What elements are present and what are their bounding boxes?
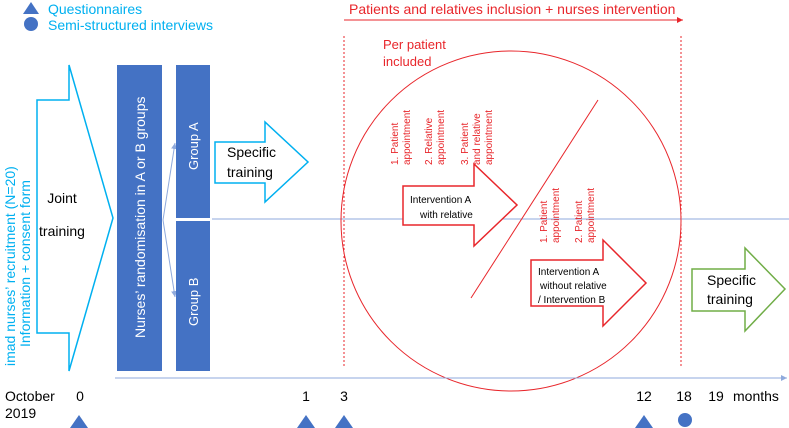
appointments-b: 1. Patient appointment 2. Patient appoin… (539, 188, 597, 243)
tick-label-3: 3 (340, 388, 348, 404)
per-patient-circle (340, 50, 682, 392)
arrow-to-group-b (162, 219, 178, 298)
recruitment-line-1: imad nurses’ recruitment (N=20) (2, 166, 18, 366)
timeline-unit: months (733, 388, 779, 404)
specific-training-final-line-1: Specific (707, 272, 756, 288)
appt-b1-line-2: appointment (551, 188, 562, 243)
tick-label-12: 12 (636, 388, 652, 404)
tick-label-0: 0 (76, 388, 84, 404)
questionnaire-marker-0 (70, 415, 88, 428)
arrow-to-group-a (162, 142, 178, 221)
legend-interviews: Semi-structured interviews (48, 17, 213, 33)
randomisation-box (117, 65, 162, 371)
intervention-a-line-2: with relative (419, 210, 473, 221)
timeline-start-line-1: October (5, 388, 55, 404)
specific-training-a-line-2: training (227, 164, 273, 180)
intervention-b-arrow (530, 238, 648, 328)
appt-b1-line-1: 1. Patient (539, 201, 550, 243)
questionnaire-marker-3 (335, 415, 353, 428)
appt-a1-line-2: appointment (402, 110, 413, 165)
intervention-a-line-1: Intervention A (410, 195, 471, 206)
specific-training-arrow-final (691, 246, 787, 333)
circle-diagonal (470, 99, 599, 299)
appt-a3-line-1: 3. Patient (460, 123, 471, 165)
appt-a3-line-3: appointment (484, 110, 495, 165)
questionnaire-marker-1 (297, 415, 315, 428)
intervention-b-line-3: / Intervention B (538, 295, 606, 306)
recruitment-line-2: Information + consent form (17, 180, 33, 347)
per-patient-line-1: Per patient (383, 37, 446, 52)
specific-training-final-line-2: training (707, 291, 753, 307)
legend: Questionnaires Semi-structured interview… (23, 1, 213, 33)
tick-label-1: 1 (302, 388, 310, 404)
joint-training-line-1: Joint (47, 190, 77, 206)
triangle-icon (23, 2, 39, 14)
questionnaire-marker-12 (635, 415, 653, 428)
appt-a2-line-2: appointment (436, 110, 447, 165)
joint-training-line-2: training (39, 223, 85, 239)
timeline-start-line-2: 2019 (5, 405, 36, 421)
tick-label-18: 18 (676, 388, 692, 404)
joint-training-arrow (36, 64, 114, 372)
group-a-box (176, 65, 210, 218)
specific-training-arrow-a (214, 120, 310, 204)
appt-b2-line-1: 2. Patient (574, 201, 585, 243)
intervention-a-arrow (402, 162, 519, 248)
intervention-b-line-1: Intervention A (538, 267, 599, 278)
appt-a3-line-2: and relative (472, 113, 483, 165)
appointments-a: 1. Patient appointment 2. Relative appoi… (390, 110, 495, 165)
per-patient-line-2: included (383, 54, 431, 69)
recruitment-label: imad nurses’ recruitment (N=20) Informat… (2, 166, 33, 366)
appt-b2-line-2: appointment (586, 188, 597, 243)
tick-label-19: 19 (708, 388, 724, 404)
legend-questionnaires: Questionnaires (48, 1, 142, 17)
group-b-box (176, 221, 210, 371)
randomisation-label: Nurses’ randomisation in A or B groups (132, 97, 148, 339)
intervention-b-line-2: without relative (539, 281, 607, 292)
group-b-label: Group B (186, 278, 201, 326)
appt-a2-line-1: 2. Relative (424, 117, 435, 165)
circle-icon (24, 17, 38, 31)
appt-a1-line-1: 1. Patient (390, 123, 401, 165)
group-a-label: Group A (186, 122, 201, 170)
phase-header: Patients and relatives inclusion + nurse… (349, 1, 675, 17)
specific-training-a-line-1: Specific (227, 144, 276, 160)
interview-marker-18 (678, 413, 692, 427)
